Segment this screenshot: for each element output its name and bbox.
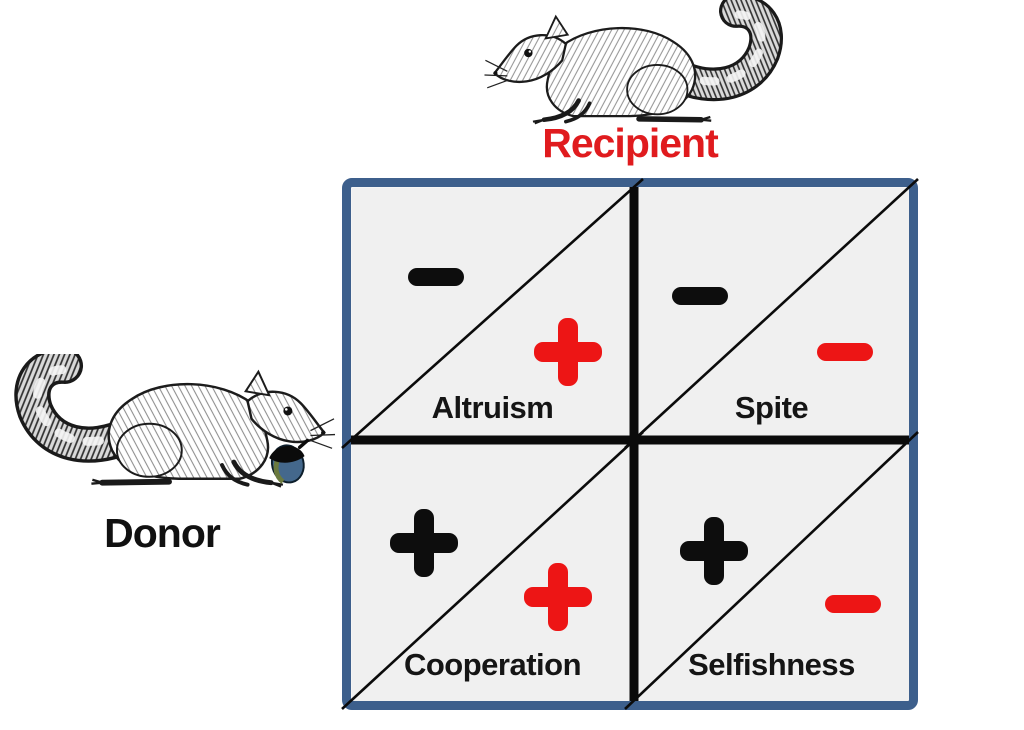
recipient-effect-sign xyxy=(524,563,592,631)
quadrant-label-cooperation: Cooperation xyxy=(403,647,582,682)
matrix-cells: Altruism Spite Cooperation Selfishness xyxy=(351,187,909,701)
quadrant-label-selfishness: Selfishness xyxy=(688,647,855,682)
donor-effect-sign xyxy=(390,509,458,577)
recipient-effect-sign xyxy=(825,595,881,613)
quadrant-label-spite: Spite xyxy=(734,390,809,425)
quadrant-cooperation: Cooperation xyxy=(351,440,634,701)
recipient-squirrel-icon xyxy=(476,0,802,128)
recipient-effect-sign xyxy=(534,318,602,386)
donor-effect-sign xyxy=(680,517,748,585)
quadrant-label-altruism: Altruism xyxy=(431,390,554,425)
behavior-matrix: Altruism Spite Cooperation Selfishness xyxy=(341,178,919,710)
recipient-label: Recipient xyxy=(542,120,719,166)
quadrant-selfishness: Selfishness xyxy=(634,440,909,701)
quadrant-altruism: Altruism xyxy=(351,187,634,440)
donor-squirrel-icon xyxy=(2,354,336,496)
donor-label: Donor xyxy=(104,510,221,556)
recipient-effect-sign xyxy=(817,343,873,361)
matrix-grid-lines xyxy=(341,178,919,710)
quadrant-spite: Spite xyxy=(634,187,909,440)
donor-effect-sign xyxy=(672,287,728,305)
acorn-icon xyxy=(269,438,310,484)
donor-effect-sign xyxy=(408,268,464,286)
